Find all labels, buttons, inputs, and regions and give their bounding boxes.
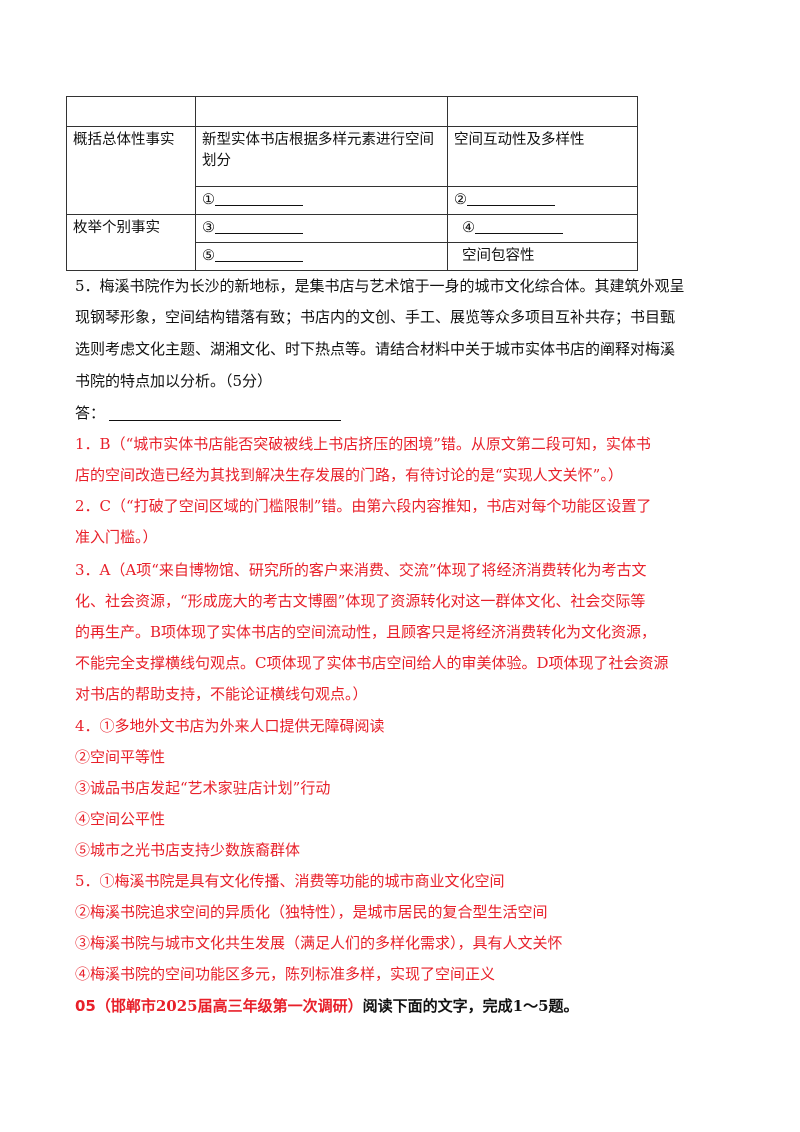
fill-blank: [215, 191, 303, 206]
answer-line-text: 3．A（A项“来自博物馆、研究所的客户来消费、交流”体现了将经济消费转化为考古文: [75, 561, 647, 579]
row-header-general: 概括总体性事实: [66, 126, 196, 215]
next-section-heading: 05（邯郸市2025届高三年级第一次调研）阅读下面的文字，完成1～5题。: [75, 996, 745, 1016]
table-cell: 空间互动性及多样性: [447, 126, 638, 187]
answer-line-text: 5．①梅溪书院是具有文化传播、消费等功能的城市商业文化空间: [75, 872, 505, 890]
fill-blank: [475, 219, 563, 234]
table-cell-text: 空间包容性: [462, 248, 535, 264]
table-cell: [195, 96, 448, 127]
answer-line-text: 2．C（“打破了空间区域的门槛限制”错。由第六段内容推知，书店对每个功能区设置了: [75, 497, 652, 515]
answer-line-text: 的再生产。B项体现了实体书店的空间流动性，且顾客只是将经济消费转化为文化资源，: [75, 623, 657, 641]
section-instruction: 阅读下面的文字，完成1～5题。: [362, 997, 579, 1015]
answer-line-text: ②空间平等性: [75, 748, 166, 766]
section-source: （邯郸市2025届高三年级第一次调研）: [95, 997, 363, 1015]
table-row: ⑤ 空间包容性: [67, 242, 638, 271]
question5-line: 5．梅溪书院作为长沙的新地标，是集书店与艺术馆于一身的城市文化综合体。其建筑外观…: [75, 277, 685, 295]
answer-line-text: 不能完全支撑横线句观点。C项体现了实体书店空间给人的审美体验。D项体现了社会资源: [75, 654, 669, 672]
blank-mark: ③: [202, 220, 215, 236]
blank-mark: ②: [454, 192, 467, 208]
answer-line-text: 化、社会资源，“形成庞大的考古文博圈”体现了资源转化对这一群体文化、社会交际等: [75, 592, 646, 610]
fill-blank: [467, 191, 555, 206]
table-row: 概括总体性事实 新型实体书店根据多样元素进行空间划分 空间互动性及多样性: [66, 126, 638, 215]
answer-line-text: 4．①多地外文书店为外来人口提供无障碍阅读: [75, 717, 385, 735]
table-row: [66, 96, 638, 127]
table-cell: ④: [447, 214, 638, 243]
table-cell: ⑤: [195, 242, 448, 271]
table-cell: ②: [447, 186, 638, 215]
blank-mark: ①: [202, 192, 215, 208]
answer-line-text: 对书店的帮助支持，不能论证横线句观点。）: [75, 685, 368, 703]
table-row: ① ②: [67, 186, 638, 215]
answer-line-text: ④空间公平性: [75, 810, 166, 828]
answer-line-text: ②梅溪书院追求空间的异质化（独特性），是城市居民的复合型生活空间: [75, 903, 548, 921]
summary-table: 概括总体性事实 新型实体书店根据多样元素进行空间划分 空间互动性及多样性 ① ②…: [66, 96, 638, 271]
answer-line-text: ③梅溪书院与城市文化共生发展（满足人们的多样化需求），具有人文关怀: [75, 934, 563, 952]
answer-line-text: ③诚品书店发起“艺术家驻店计划”行动: [75, 779, 331, 797]
table-cell: ①: [195, 186, 448, 215]
fill-blank: [215, 247, 303, 262]
question5-line: 书院的特点加以分析。（5分）: [75, 372, 273, 390]
table-cell: 新型实体书店根据多样元素进行空间划分: [195, 126, 448, 187]
answer-line: [109, 406, 342, 421]
answer-line-text: 准入门槛。）: [75, 528, 158, 546]
table-cell: ③: [195, 214, 448, 243]
question5-line: 选则考虑文化主题、湖湘文化、时下热点等。请结合材料中关于城市实体书店的阐释对梅溪: [75, 340, 676, 358]
table-cell: 空间包容性: [447, 242, 638, 271]
fill-blank: [215, 219, 303, 234]
answer-line-text: ④梅溪书院的空间功能区多元，陈列标准多样，实现了空间正义: [75, 965, 496, 983]
table-row: 枚举个别事实 ③ ④: [66, 214, 638, 271]
section-number: 05: [75, 997, 96, 1015]
table-cell: [66, 96, 196, 127]
answer-line-text: 店的空间改造已经为其找到解决生存发展的门路，有待讨论的是“实现人文关怀”。）: [75, 466, 623, 484]
answer-line-text: 1．B（“城市实体书店能否突破被线上书店挤压的困境”错。从原文第二段可知，实体书: [75, 435, 651, 453]
answer-prompt: 答：: [75, 403, 745, 423]
answer-label: 答：: [75, 404, 106, 422]
blank-mark: ⑤: [202, 248, 215, 264]
blank-mark: ④: [462, 220, 475, 236]
question5-line: 现钢琴形象，空间结构错落有致；书店内的文创、手工、展览等众多项目互补共存；书目甄: [75, 308, 676, 326]
answer-line-text: ⑤城市之光书店支持少数族裔群体: [75, 841, 301, 859]
row-header-individual: 枚举个别事实: [66, 214, 196, 271]
table-cell: [447, 96, 638, 127]
